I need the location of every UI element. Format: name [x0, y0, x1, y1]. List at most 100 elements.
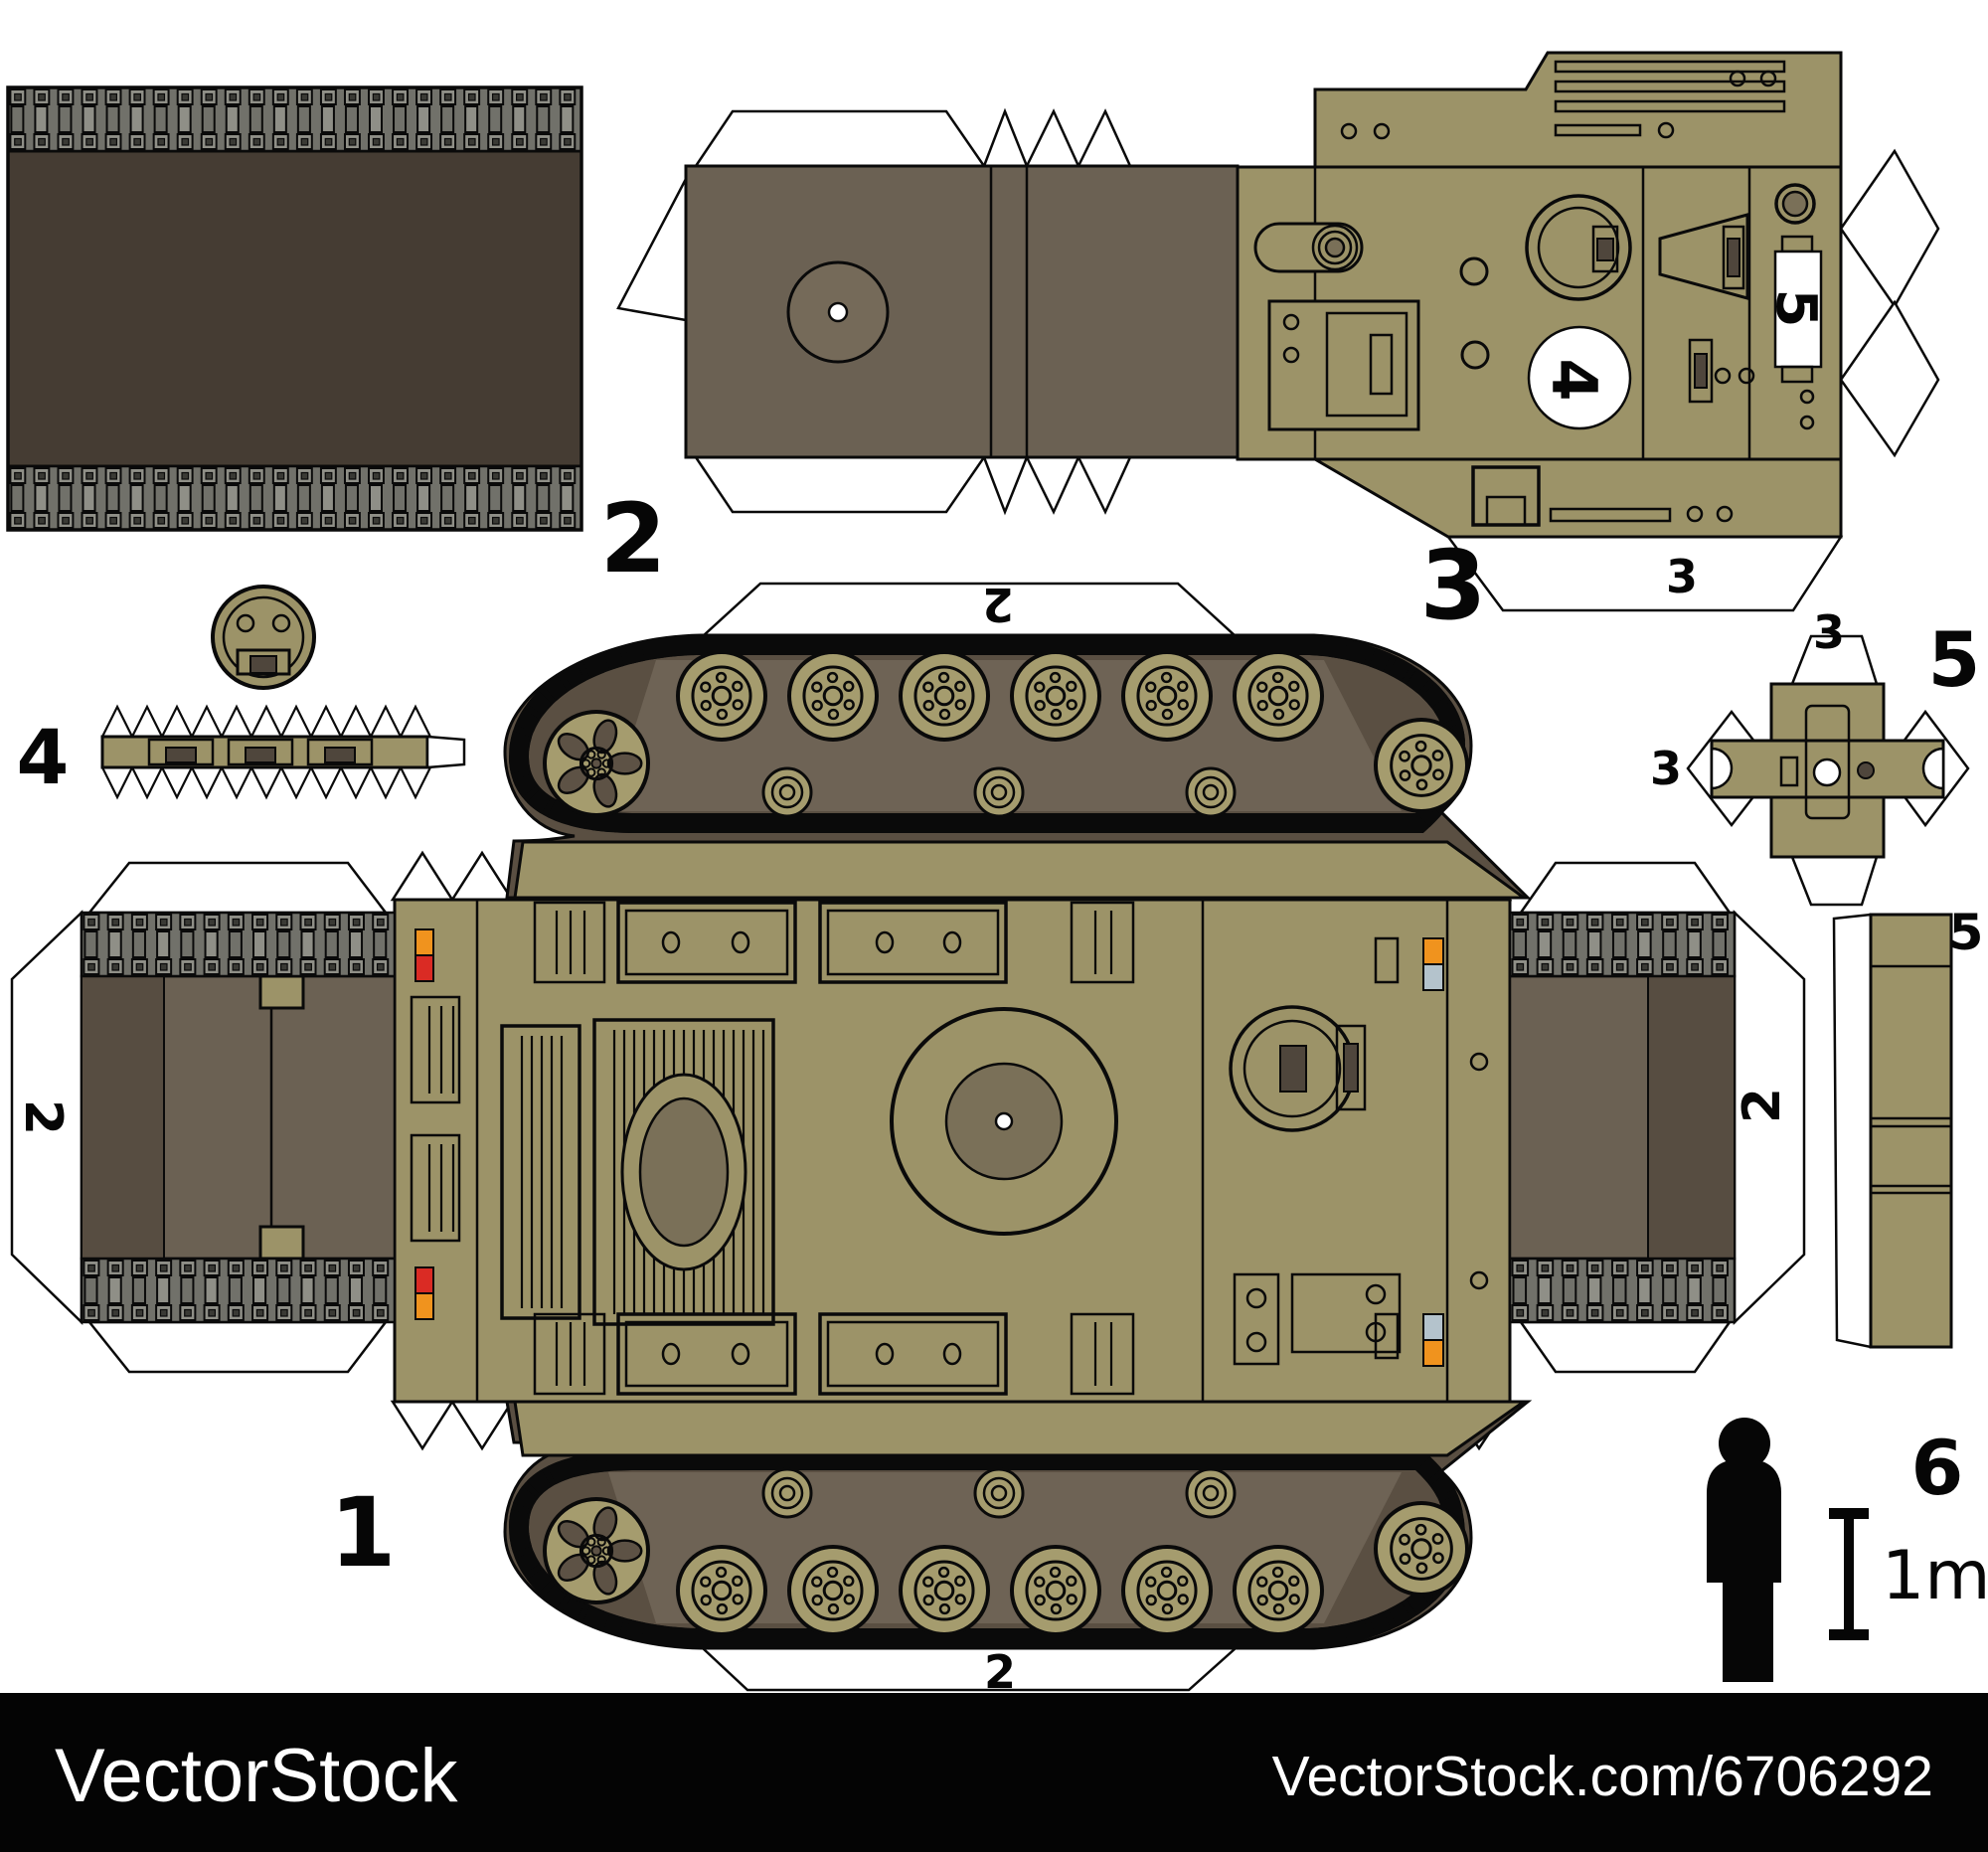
- bolt-icon: [1365, 1283, 1387, 1305]
- track-link-band: [6, 464, 583, 532]
- periscope-frame: [1722, 225, 1745, 290]
- fold-flap: [1839, 148, 1940, 309]
- barrel-strip: [1869, 913, 1953, 1349]
- toothed-glue-strip: [100, 704, 432, 800]
- engine-fan-inner: [638, 1096, 730, 1248]
- fold-flap: [86, 861, 389, 915]
- left-track-plan: [80, 911, 397, 1324]
- grille-box: [533, 1312, 606, 1396]
- viewport-dark: [245, 747, 276, 763]
- rivet-icon: [1729, 70, 1746, 87]
- rivet-icon: [1714, 367, 1732, 385]
- latch-icon: [942, 1342, 962, 1366]
- hatch-latch-dark: [1596, 238, 1614, 261]
- track-link-band: [1508, 911, 1737, 978]
- port-frame: [1688, 338, 1714, 404]
- tab-box-lip: [1485, 495, 1527, 527]
- latch-icon: [731, 930, 750, 954]
- fold-flap: [86, 1320, 389, 1374]
- roof-grille-bar: [1554, 99, 1786, 113]
- rivet-icon: [1799, 415, 1815, 430]
- port-glass: [1694, 353, 1708, 389]
- tool-box: [616, 1312, 797, 1396]
- part-5-position-sticker: [1773, 250, 1823, 369]
- periscope-wedge: [1658, 213, 1749, 300]
- sticker-5-label: 5: [1763, 289, 1828, 328]
- figure-torso: [1707, 1459, 1781, 1583]
- track-link-band: [80, 1257, 397, 1324]
- hatch-ring-outer: [1525, 194, 1632, 301]
- arm-notch: [1710, 747, 1734, 790]
- tool-box: [616, 901, 797, 984]
- loader-slot: [1369, 333, 1394, 396]
- cupola-left-glue-label: 3: [1650, 742, 1682, 795]
- cupola-hole: [1812, 758, 1842, 787]
- rivet-icon: [1373, 122, 1391, 140]
- viewport-dark: [165, 747, 197, 763]
- grille-box: [1070, 901, 1135, 984]
- headlight-orange: [1422, 1339, 1444, 1367]
- tool-box-inner: [624, 909, 789, 976]
- rivet-icon: [1657, 121, 1675, 139]
- tool-box-inner: [624, 1320, 789, 1388]
- rivet-icon: [1759, 70, 1777, 87]
- headlight-orange: [1422, 937, 1444, 965]
- latch-icon: [942, 930, 962, 954]
- part-5-cupola-net: 3 3 5: [1650, 605, 1980, 907]
- engine-grille-panel: [592, 1018, 775, 1326]
- top-track-glue-tab: [699, 582, 1240, 638]
- viewport-box: [227, 738, 294, 766]
- rivet-icon: [1282, 313, 1300, 331]
- rivet-icon: [1469, 1052, 1489, 1072]
- fold-flap: [693, 109, 987, 168]
- right-flap-glue-label: 2: [1733, 1088, 1792, 1123]
- part-6-label: 6: [1911, 1424, 1964, 1512]
- fold-flap: [1518, 1320, 1733, 1374]
- driver-port: [1335, 1024, 1367, 1111]
- left-flap-glue-label: 2: [13, 1099, 73, 1135]
- cupola-top-glue-label: 3: [1813, 605, 1845, 659]
- bottom-tab-glue-label: 2: [984, 1645, 1016, 1699]
- pivot-hole: [827, 301, 849, 323]
- part-1-hull-net: 2 2 2 2: [10, 578, 1806, 1699]
- viewport-box: [306, 738, 374, 766]
- fold-flap: [1518, 861, 1733, 915]
- turret-top-disc-inner: [222, 595, 305, 679]
- driver-periscope: [1279, 1045, 1307, 1093]
- track-sheet-center: [6, 149, 583, 468]
- hull-side-strip: [513, 1400, 1529, 1457]
- grille-box: [533, 901, 606, 984]
- cupola-hatch-outline: [1804, 704, 1851, 820]
- watermark-reference: VectorStock.com/6706292: [1272, 1745, 1933, 1808]
- part-1-label: 1: [330, 1477, 397, 1589]
- tool-box-inner: [826, 909, 1000, 976]
- turret-wall-strip: [684, 164, 1240, 459]
- bracket: [1780, 365, 1814, 384]
- vent-dome-icon: [1459, 256, 1489, 286]
- latch-icon: [875, 930, 895, 954]
- fender-tab: [258, 974, 305, 1010]
- watermark-background: [0, 1693, 1988, 1852]
- hatch-notch-dark: [249, 655, 277, 674]
- roof-grille-bar: [1554, 60, 1786, 74]
- track-link-band: [80, 911, 397, 978]
- tool-box-inner: [826, 1320, 1000, 1388]
- hull-side-strip: [513, 840, 1529, 900]
- part-4-position-sticker: [1527, 325, 1632, 430]
- watermark-brand: VectorStock: [55, 1734, 459, 1818]
- tow-plate: [1233, 1272, 1280, 1366]
- loader-panel: [1267, 299, 1420, 431]
- gun-collar-outer: [1311, 224, 1359, 271]
- rivet-icon: [1738, 367, 1755, 385]
- vision-slit: [1779, 756, 1799, 787]
- hatch-latch: [1591, 225, 1619, 273]
- rivet-icon: [1469, 1270, 1489, 1290]
- rivet-icon: [1799, 389, 1815, 405]
- bracket: [1374, 1312, 1400, 1360]
- scale-bar: 1m: [1829, 1508, 1988, 1640]
- fold-flap: [693, 455, 987, 514]
- turret-pivot-hole: [994, 1111, 1014, 1131]
- loader-panel-inner: [1325, 311, 1408, 418]
- transmission-plate: [1290, 1272, 1402, 1354]
